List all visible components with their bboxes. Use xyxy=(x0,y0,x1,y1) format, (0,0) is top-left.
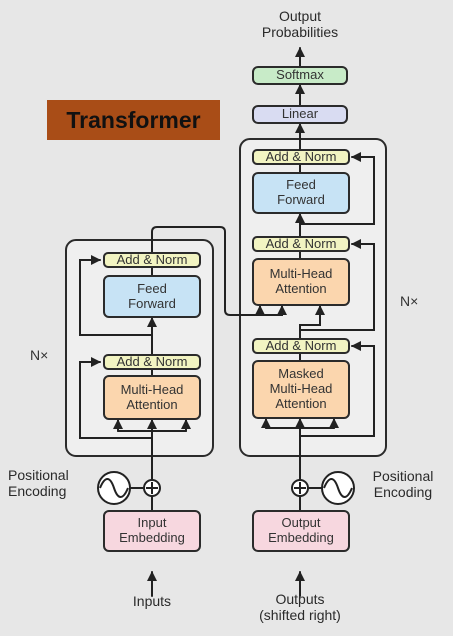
decoder-residual-2 xyxy=(299,239,375,331)
encoder-positional-encoding-label: Positional Encoding xyxy=(8,467,69,500)
decoder-residual-3 xyxy=(299,152,375,225)
decoder-add-norm-2: Add & Norm xyxy=(252,236,350,252)
input-embedding-block: Input Embedding xyxy=(103,510,201,552)
encoder-repeat-label: N× xyxy=(30,347,49,363)
inputs-label: Inputs xyxy=(132,593,172,609)
linear-block: Linear xyxy=(252,105,348,124)
decoder-repeat-label: N× xyxy=(400,293,419,309)
decoder-feed-forward-block: Feed Forward xyxy=(252,172,350,214)
encoder-stack xyxy=(65,239,214,457)
decoder-addnorm-to-cross xyxy=(299,305,325,339)
encoder-add-norm-1: Add & Norm xyxy=(103,354,201,370)
encoder-attention-block: Multi-Head Attention xyxy=(103,375,201,420)
decoder-residual-1 xyxy=(299,341,375,437)
softmax-block: Softmax xyxy=(252,66,348,85)
outputs-label: Outputs (shifted right) xyxy=(259,591,341,624)
encoder-add-norm-2: Add & Norm xyxy=(103,252,201,268)
encoder-residual-2 xyxy=(79,255,153,336)
output-embedding-block: Output Embedding xyxy=(252,510,350,552)
encoder-feed-forward-block: Feed Forward xyxy=(103,275,201,318)
page-title: Transformer xyxy=(47,100,220,140)
decoder-add-norm-3: Add & Norm xyxy=(252,149,350,165)
decoder-cross-attention-block: Multi-Head Attention xyxy=(252,258,350,306)
decoder-masked-attention-block: Masked Multi-Head Attention xyxy=(252,360,350,419)
decoder-add-norm-1: Add & Norm xyxy=(252,338,350,354)
output-probabilities-label: Output Probabilities xyxy=(261,8,339,41)
encoder-residual-1 xyxy=(79,357,153,439)
decoder-positional-encoding-label: Positional Encoding xyxy=(372,468,434,501)
